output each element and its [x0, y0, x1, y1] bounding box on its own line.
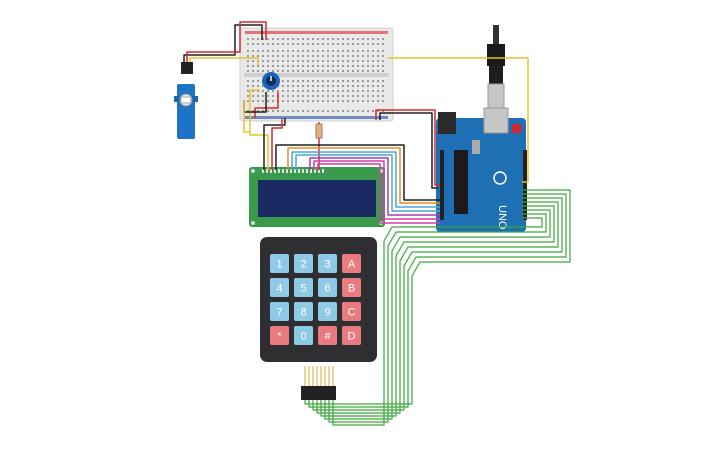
- breadboard[interactable]: [239, 27, 394, 122]
- breadboard-holes: [247, 38, 384, 112]
- wire-keypad-green-5: [324, 209, 551, 420]
- keypad-key-0-3[interactable]: A: [342, 254, 361, 273]
- wires: [183, 21, 571, 426]
- wire-lcd-magenta1: [313, 160, 440, 220]
- keypad-key-label: 9: [324, 307, 330, 319]
- keypad-key-1-0[interactable]: 4: [270, 278, 289, 297]
- keypad-key-3-1[interactable]: 0: [294, 326, 313, 345]
- wire-pot-yellow: [249, 89, 269, 170]
- wire-keypad-green-6: [328, 213, 547, 423]
- keypad-key-0-1[interactable]: 2: [294, 254, 313, 273]
- keypad-key-3-0[interactable]: *: [270, 326, 289, 345]
- potentiometer[interactable]: [262, 72, 280, 90]
- wire-keypad-green-3: [316, 201, 559, 414]
- keypad-key-label: D: [348, 331, 356, 343]
- keypad-key-label: A: [348, 259, 356, 271]
- wire-servo-black: [183, 24, 263, 62]
- lcd-display[interactable]: [249, 167, 385, 227]
- keypad-key-0-0[interactable]: 1: [270, 254, 289, 273]
- keypad-key-label: B: [348, 283, 355, 295]
- wire-keypad-green-7: [332, 217, 543, 426]
- keypad-key-label: 8: [300, 307, 306, 319]
- keypad-key-label: 4: [276, 283, 282, 295]
- wire-lcd-red: [271, 118, 283, 170]
- keypad-key-0-2[interactable]: 3: [318, 254, 337, 273]
- wire-lcd-purple: [309, 157, 440, 216]
- keypad-connector: [301, 366, 336, 400]
- wire-lcd-orange: [287, 147, 440, 204]
- keypad-key-label: C: [348, 307, 356, 319]
- keypad-4x4[interactable]: 1 2 3 A 4 5 6 B 7 8 9 C * 0 # D: [260, 237, 377, 362]
- keypad-key-2-3[interactable]: C: [342, 302, 361, 321]
- keypad-key-label: *: [277, 331, 282, 343]
- wire-bb-red: [375, 109, 440, 186]
- keypad-key-label: #: [324, 331, 331, 343]
- servo-motor[interactable]: [174, 62, 198, 139]
- keypad-key-1-1[interactable]: 5: [294, 278, 313, 297]
- wire-lcd-magenta2: [317, 163, 440, 224]
- keypad-key-label: 3: [324, 259, 330, 271]
- wire-servo-red: [186, 21, 267, 62]
- keypad-key-3-2[interactable]: #: [318, 326, 337, 345]
- keypad-key-2-1[interactable]: 8: [294, 302, 313, 321]
- lcd-header-pins: [262, 169, 324, 173]
- wire-keypad-green-2: [312, 197, 563, 411]
- keypad-key-2-2[interactable]: 9: [318, 302, 337, 321]
- wire-keypad-green-0: [304, 189, 571, 405]
- keypad-key-label: 5: [300, 283, 306, 295]
- wire-top-yellow: [243, 100, 250, 133]
- keypad-key-1-2[interactable]: 6: [318, 278, 337, 297]
- keypad-key-label: 0: [300, 331, 306, 343]
- wire-bb-black: [379, 112, 438, 189]
- keypad-key-label: 2: [300, 259, 306, 271]
- arduino-uno-board[interactable]: UNO: [436, 107, 527, 232]
- keypad-key-label: 6: [324, 283, 330, 295]
- keypad-key-2-0[interactable]: 7: [270, 302, 289, 321]
- wire-lcd-black: [263, 118, 286, 170]
- keypad-key-3-3[interactable]: D: [342, 326, 361, 345]
- keypad-key-label: 7: [276, 307, 282, 319]
- wire-servo-yellow: [189, 57, 259, 65]
- keypad-keys: 1 2 3 A 4 5 6 B 7 8 9 C * 0 # D: [270, 254, 361, 345]
- wire-lcd-blue1: [291, 151, 440, 208]
- arduino-model-label: UNO: [496, 205, 508, 230]
- keypad-key-label: 1: [276, 259, 282, 271]
- wire-lcd-black2: [275, 144, 440, 201]
- usb-cable: [487, 25, 505, 109]
- keypad-key-1-3[interactable]: B: [342, 278, 361, 297]
- wire-servo-signal: [388, 57, 529, 183]
- wire-lcd-blue2: [295, 154, 440, 212]
